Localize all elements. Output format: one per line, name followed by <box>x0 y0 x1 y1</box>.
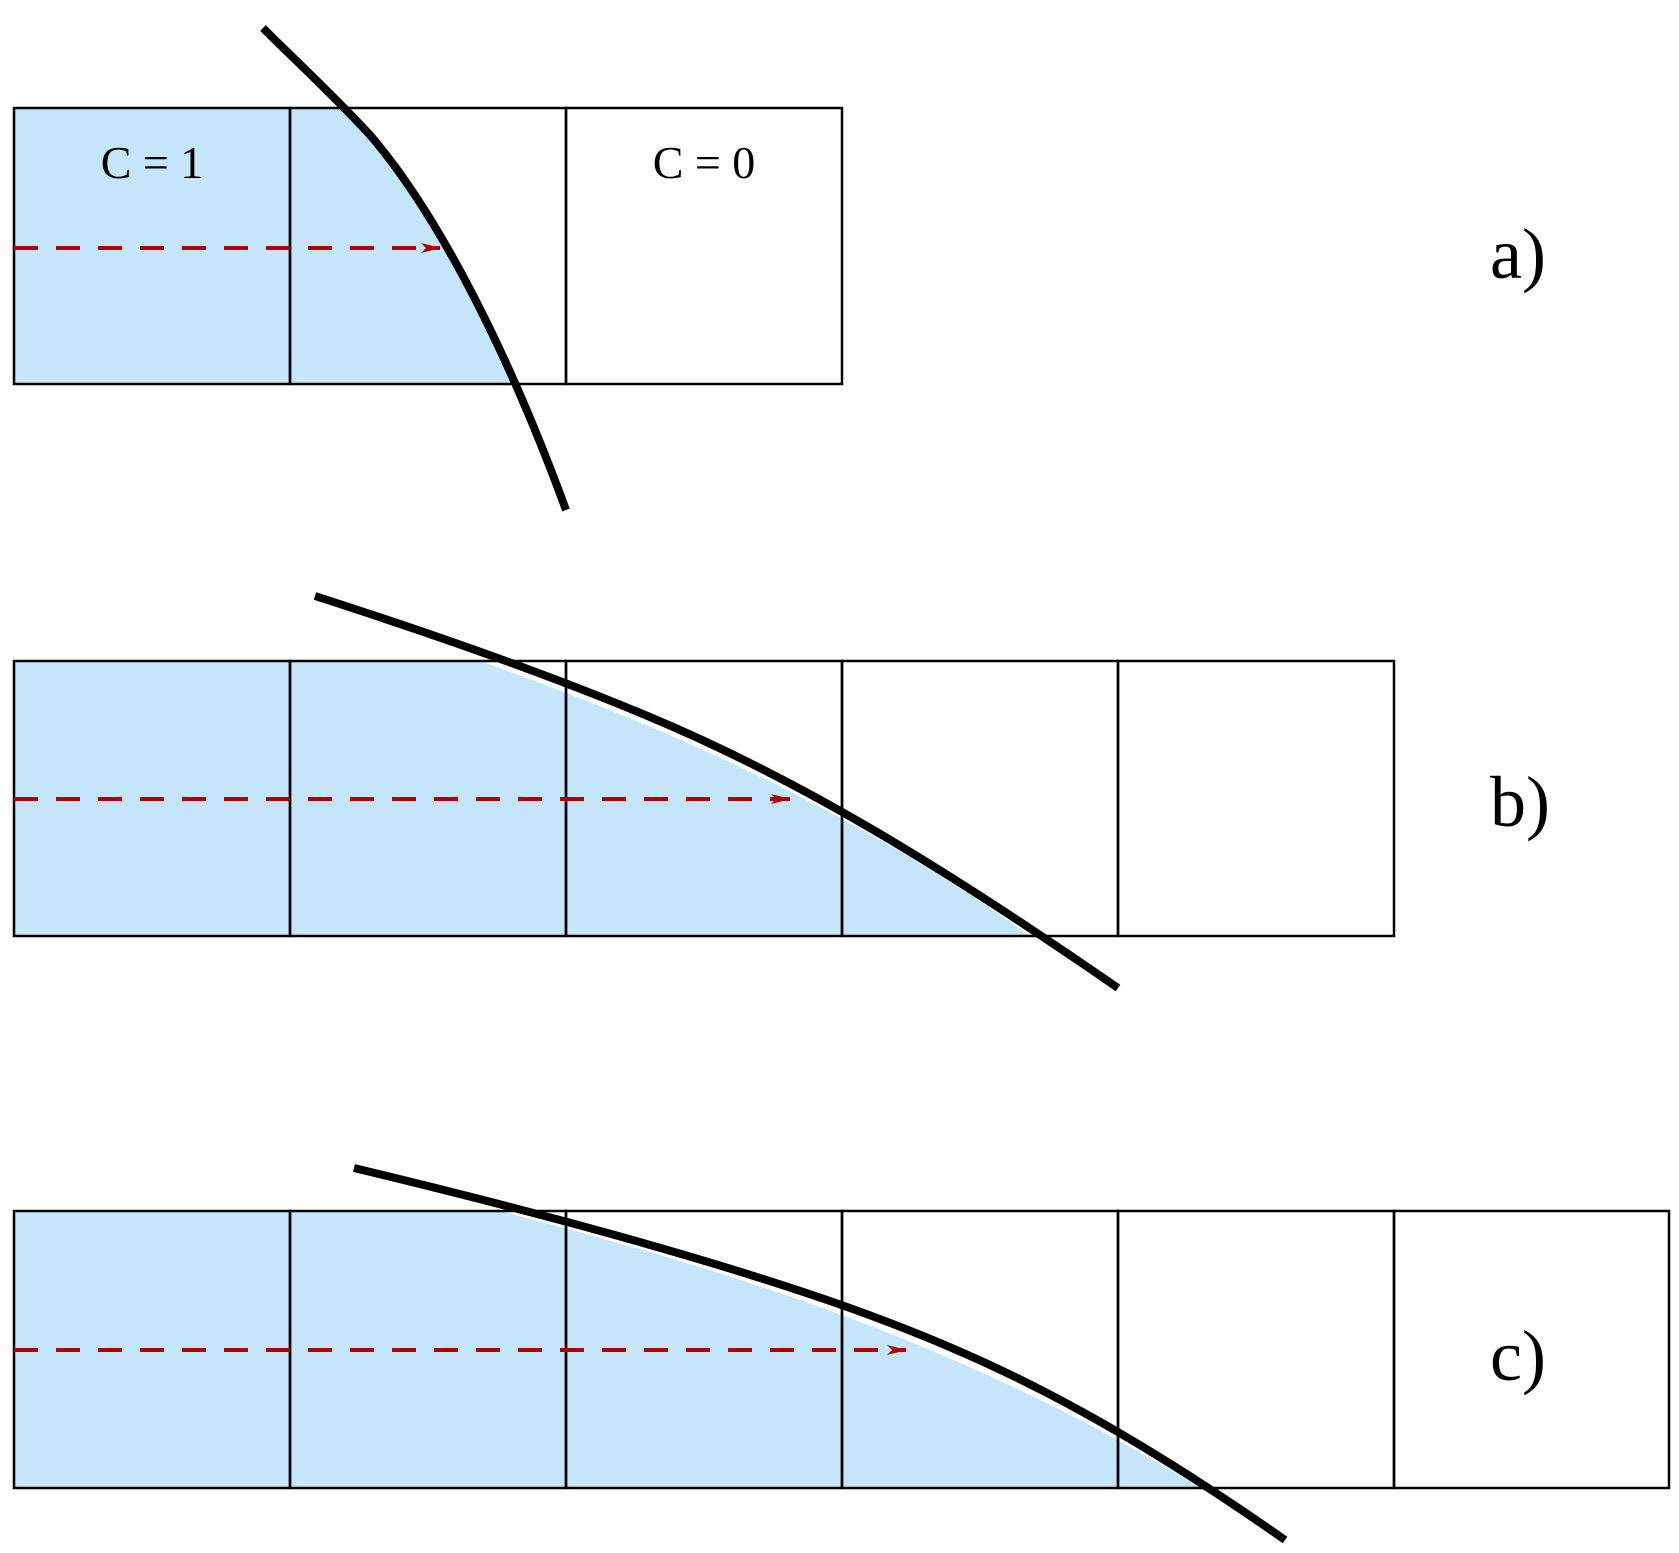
interface-curve-c <box>353 1164 1288 1544</box>
grid-cell <box>1392 1209 1671 1490</box>
panel-label: a) <box>1490 214 1546 294</box>
cell-label: C = 0 <box>653 137 756 188</box>
panel-label: c) <box>1490 1316 1546 1396</box>
cell-label: C = 1 <box>101 137 204 188</box>
cell-grid-b <box>12 659 1396 938</box>
panel-a: C = 1 C = 0 a) <box>12 25 1546 512</box>
grid-cell <box>1116 1209 1396 1490</box>
grid-cell <box>1116 659 1396 938</box>
grid-cell <box>564 106 844 386</box>
panel-b: b) <box>12 592 1550 992</box>
panel-label: b) <box>1490 762 1550 842</box>
interface-curve-b <box>313 592 1121 992</box>
panel-c: c) <box>12 1164 1671 1544</box>
interface-curve-a <box>260 25 570 512</box>
